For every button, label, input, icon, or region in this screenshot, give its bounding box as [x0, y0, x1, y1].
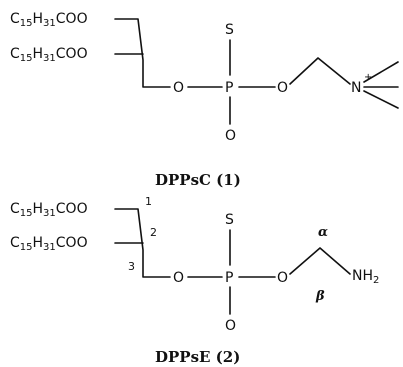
molecule-dppse: C15H31COO C15H31COO 1 2 3 O P S O O NH2 …	[10, 195, 379, 366]
ethanolamine-chain-bond	[289, 247, 351, 275]
acyl-chain-2-label: C15H31COO	[10, 46, 88, 64]
sulfur-atom: S	[225, 212, 234, 228]
acyl-chain-1-label: C15H31COO	[10, 201, 88, 219]
alpha-carbon-label: α	[318, 225, 328, 240]
acyl-chain-2-label: C15H31COO	[10, 235, 88, 253]
choline-chain-bond	[289, 57, 351, 85]
phosphorus-atom: P	[225, 270, 233, 286]
phosphorus-atom: P	[225, 80, 233, 96]
phosphate-oxygen-bottom: O	[225, 318, 236, 334]
ester-oxygen-right: O	[277, 270, 288, 286]
glycerol-backbone-bond	[114, 18, 171, 88]
amine-group: NH2	[352, 268, 379, 286]
phosphate-oxygen-bottom: O	[225, 128, 236, 144]
carbon-number-1: 1	[145, 195, 152, 208]
molecule-dppsc: C15H31COO C15H31COO O P S O O N + DPPsC …	[10, 11, 399, 189]
n-methyl-bonds	[363, 61, 399, 109]
beta-carbon-label: β	[315, 289, 325, 304]
positive-charge-sign: +	[364, 72, 372, 83]
carbon-number-2: 2	[150, 226, 157, 239]
glycerol-backbone-bond	[114, 208, 171, 278]
ester-oxygen-right: O	[277, 80, 288, 96]
acyl-chain-1-label: C15H31COO	[10, 11, 88, 29]
ester-oxygen-left: O	[173, 80, 184, 96]
ester-oxygen-left: O	[173, 270, 184, 286]
carbon-number-3: 3	[128, 260, 135, 273]
sulfur-atom: S	[225, 22, 234, 38]
caption-dppsc: DPPsC (1)	[155, 171, 241, 189]
quaternary-nitrogen: N	[351, 80, 361, 96]
caption-dppse: DPPsE (2)	[155, 348, 240, 366]
